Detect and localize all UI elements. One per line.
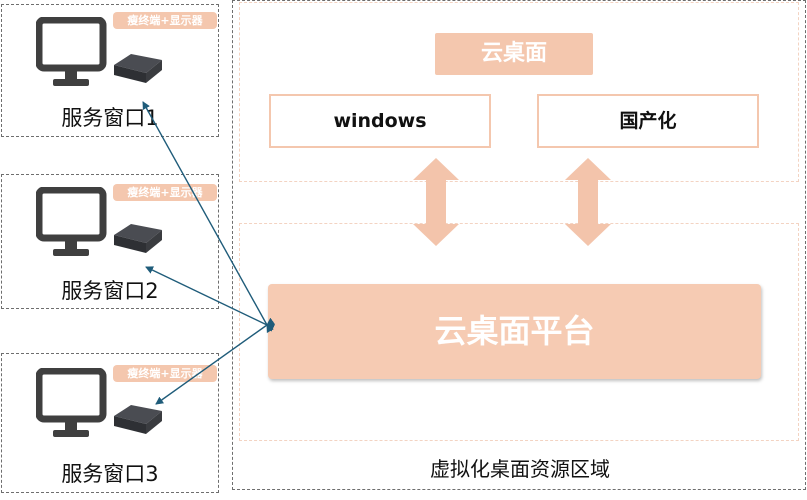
monitor-thin-client-icon bbox=[35, 367, 186, 448]
connector-window-2 bbox=[145, 266, 276, 332]
thin-client-monitor-tag: 瘦终端+显示器 bbox=[113, 12, 217, 29]
cloud-desktop-title: 云桌面 bbox=[435, 33, 593, 75]
window-label: 服务窗口2 bbox=[61, 279, 159, 303]
monitor-thin-client-icon bbox=[35, 16, 186, 97]
cloud-desktop-platform: 云桌面平台 bbox=[268, 284, 761, 379]
connector-window-3 bbox=[155, 317, 276, 405]
windows-os-box: windows bbox=[269, 94, 491, 148]
double-arrow-icon bbox=[413, 158, 459, 246]
connector-window-1 bbox=[142, 101, 274, 334]
service-window-1: 瘦终端+显示器 服务窗口1 bbox=[1, 4, 219, 137]
window-label: 服务窗口1 bbox=[61, 106, 159, 130]
window-label: 服务窗口3 bbox=[61, 462, 159, 486]
double-arrow-icon bbox=[565, 158, 611, 246]
cloud-desktop-zone bbox=[239, 2, 799, 182]
domestic-os-box: 国产化 bbox=[537, 94, 759, 148]
region-label: 虚拟化桌面资源区域 bbox=[430, 457, 610, 481]
virtual-desktop-resource-region: 云桌面 windows 国产化 云桌面平台 虚拟化桌面资源区域 bbox=[232, 0, 806, 490]
